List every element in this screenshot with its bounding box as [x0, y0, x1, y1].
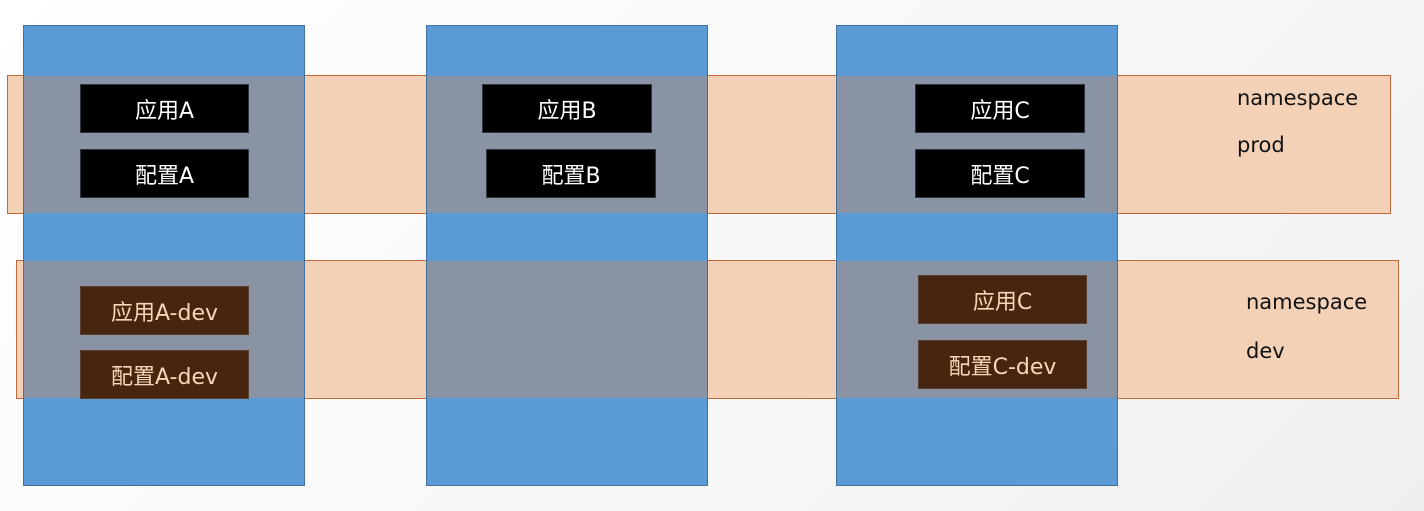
dev-app-a: 应用A-dev	[80, 286, 249, 335]
overlap	[427, 261, 707, 398]
prod-app-a: 应用A	[80, 84, 249, 133]
prod-app-b: 应用B	[482, 84, 652, 133]
dev-app-c: 应用C	[918, 275, 1087, 324]
dev-label-line1: namespace	[1246, 290, 1368, 314]
prod-config-b: 配置B	[486, 149, 656, 198]
dev-config-c: 配置C-dev	[918, 340, 1087, 389]
prod-label-line2: prod	[1237, 133, 1285, 157]
prod-app-c: 应用C	[915, 84, 1085, 133]
prod-config-c: 配置C	[915, 149, 1085, 198]
prod-label-line1: namespace	[1237, 86, 1359, 110]
prod-config-a: 配置A	[80, 149, 249, 198]
dev-config-a: 配置A-dev	[80, 350, 249, 399]
dev-label-line2: dev	[1246, 339, 1285, 363]
